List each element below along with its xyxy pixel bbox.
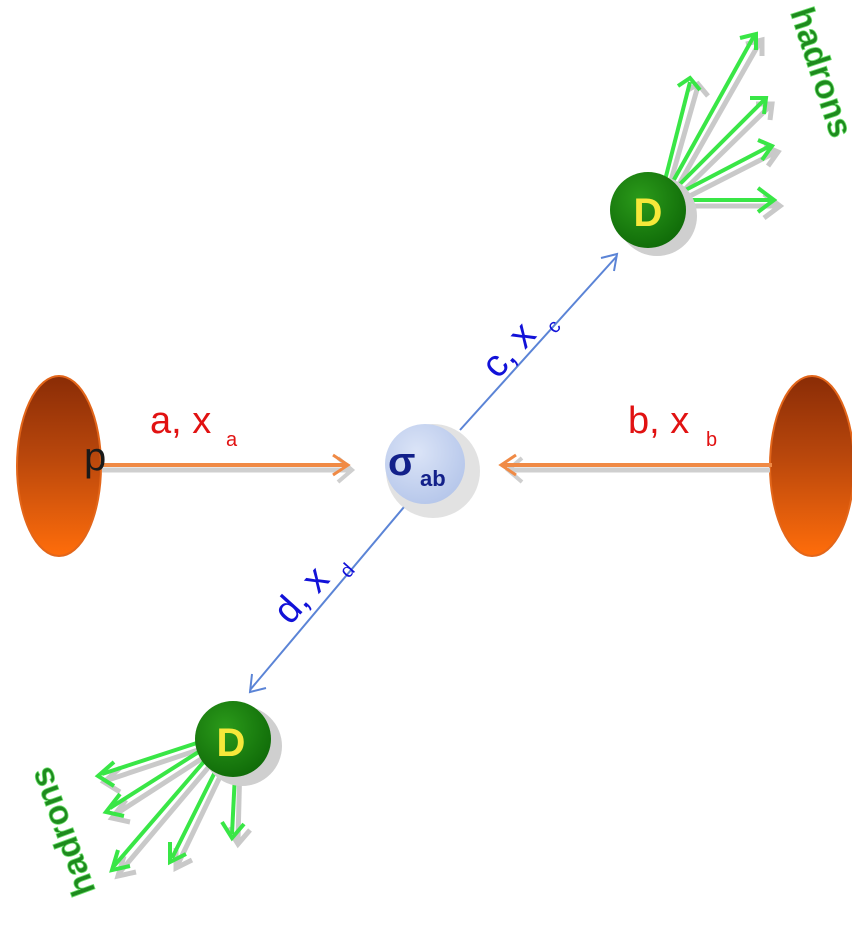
parton-a-subscript: a — [226, 429, 238, 451]
hadron-jet-bottom — [94, 738, 252, 880]
d-meson-bottom-label: D — [217, 721, 246, 765]
parton-a-text: a, x — [150, 400, 211, 442]
beam-arrow-a — [100, 453, 356, 484]
parton-b-subscript: b — [706, 429, 717, 451]
d-meson-top-label: D — [634, 191, 663, 235]
parton-b-text: b, x — [628, 400, 689, 442]
hadrons-label-bottom: hadrons — [22, 762, 104, 901]
proton-left-label: p — [84, 435, 106, 479]
vertex-symbol: σ — [388, 440, 415, 484]
parton-d-text: d, x — [265, 558, 337, 632]
d-meson-top: D — [610, 172, 697, 256]
parton-b-label: b, x b — [628, 400, 717, 451]
parton-c-text: c, x — [473, 314, 544, 386]
beam-arrow-b — [498, 453, 772, 484]
hadrons-label-top: hadrons — [782, 3, 852, 142]
proton-right — [769, 375, 852, 557]
d-meson-bottom: D — [195, 701, 282, 786]
interaction-vertex: σ ab — [385, 424, 480, 518]
parton-line-d — [248, 506, 405, 694]
parton-c-label: c, x c — [473, 314, 565, 386]
parton-line-c — [459, 252, 619, 431]
parton-a-label: a, x a — [150, 400, 238, 451]
parton-d-label: d, x d — [265, 558, 359, 632]
vertex-subscript: ab — [420, 466, 446, 491]
